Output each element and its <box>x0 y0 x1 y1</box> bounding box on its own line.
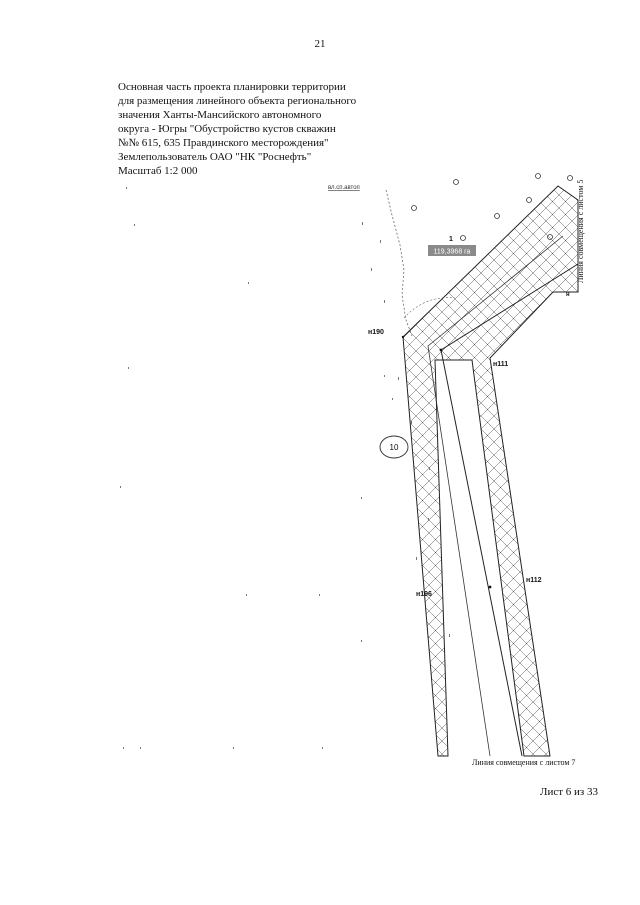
sheet-footer: Лист 6 из 33 <box>540 786 599 798</box>
point-n112: н112 <box>526 577 542 584</box>
point-n196: н196 <box>416 591 432 598</box>
title-block: Основная часть проекта планировки террит… <box>118 80 398 178</box>
title-line: значения Ханты-Мансийского автономного <box>118 109 322 121</box>
dashed-boundary <box>385 189 413 337</box>
corridor-centerline <box>427 235 564 757</box>
point-marker <box>488 585 492 589</box>
survey-circle <box>567 175 573 181</box>
point-n190: н190 <box>368 329 384 336</box>
title-line: Основная часть проекта планировки террит… <box>118 81 346 93</box>
title-line: №№ 615, 635 Правдинского месторождения" <box>118 137 329 149</box>
map-marks <box>120 187 450 749</box>
circle-label-10 <box>379 435 409 459</box>
page-number: 21 <box>314 38 326 50</box>
scale-line: Масштаб 1:2 000 <box>118 165 198 177</box>
survey-circle <box>411 205 417 211</box>
point-n-top: н <box>566 292 570 298</box>
point-n111: н111 <box>493 361 508 368</box>
survey-circle <box>494 213 500 219</box>
survey-circle <box>453 179 459 185</box>
parcel-area: 119,3968 га <box>434 249 471 256</box>
survey-circle <box>460 235 466 241</box>
title-line: округа - Югры "Обустройство кустов скваж… <box>118 123 336 135</box>
title-line: Землепользователь ОАО "НК "Роснефть" <box>118 151 312 163</box>
point-marker <box>439 348 443 352</box>
title-line: для размещения линейного объекта региона… <box>118 95 357 107</box>
match-line-bottom: Линия совмещения с листом 7 <box>472 758 575 767</box>
point-marker <box>401 335 405 339</box>
corridor-hatched-area <box>402 185 579 757</box>
circle-label-text: 10 <box>390 443 399 452</box>
top-label: вл.сп.автоп <box>328 185 360 191</box>
parcel-area-badge <box>428 245 476 256</box>
survey-circle <box>526 197 532 203</box>
survey-circle <box>535 173 541 179</box>
survey-circle <box>547 234 553 240</box>
match-line-right: Линия совмещения с листом 5 <box>576 180 585 283</box>
dashed-arc <box>403 297 456 319</box>
parcel-number: 1 <box>449 236 453 243</box>
